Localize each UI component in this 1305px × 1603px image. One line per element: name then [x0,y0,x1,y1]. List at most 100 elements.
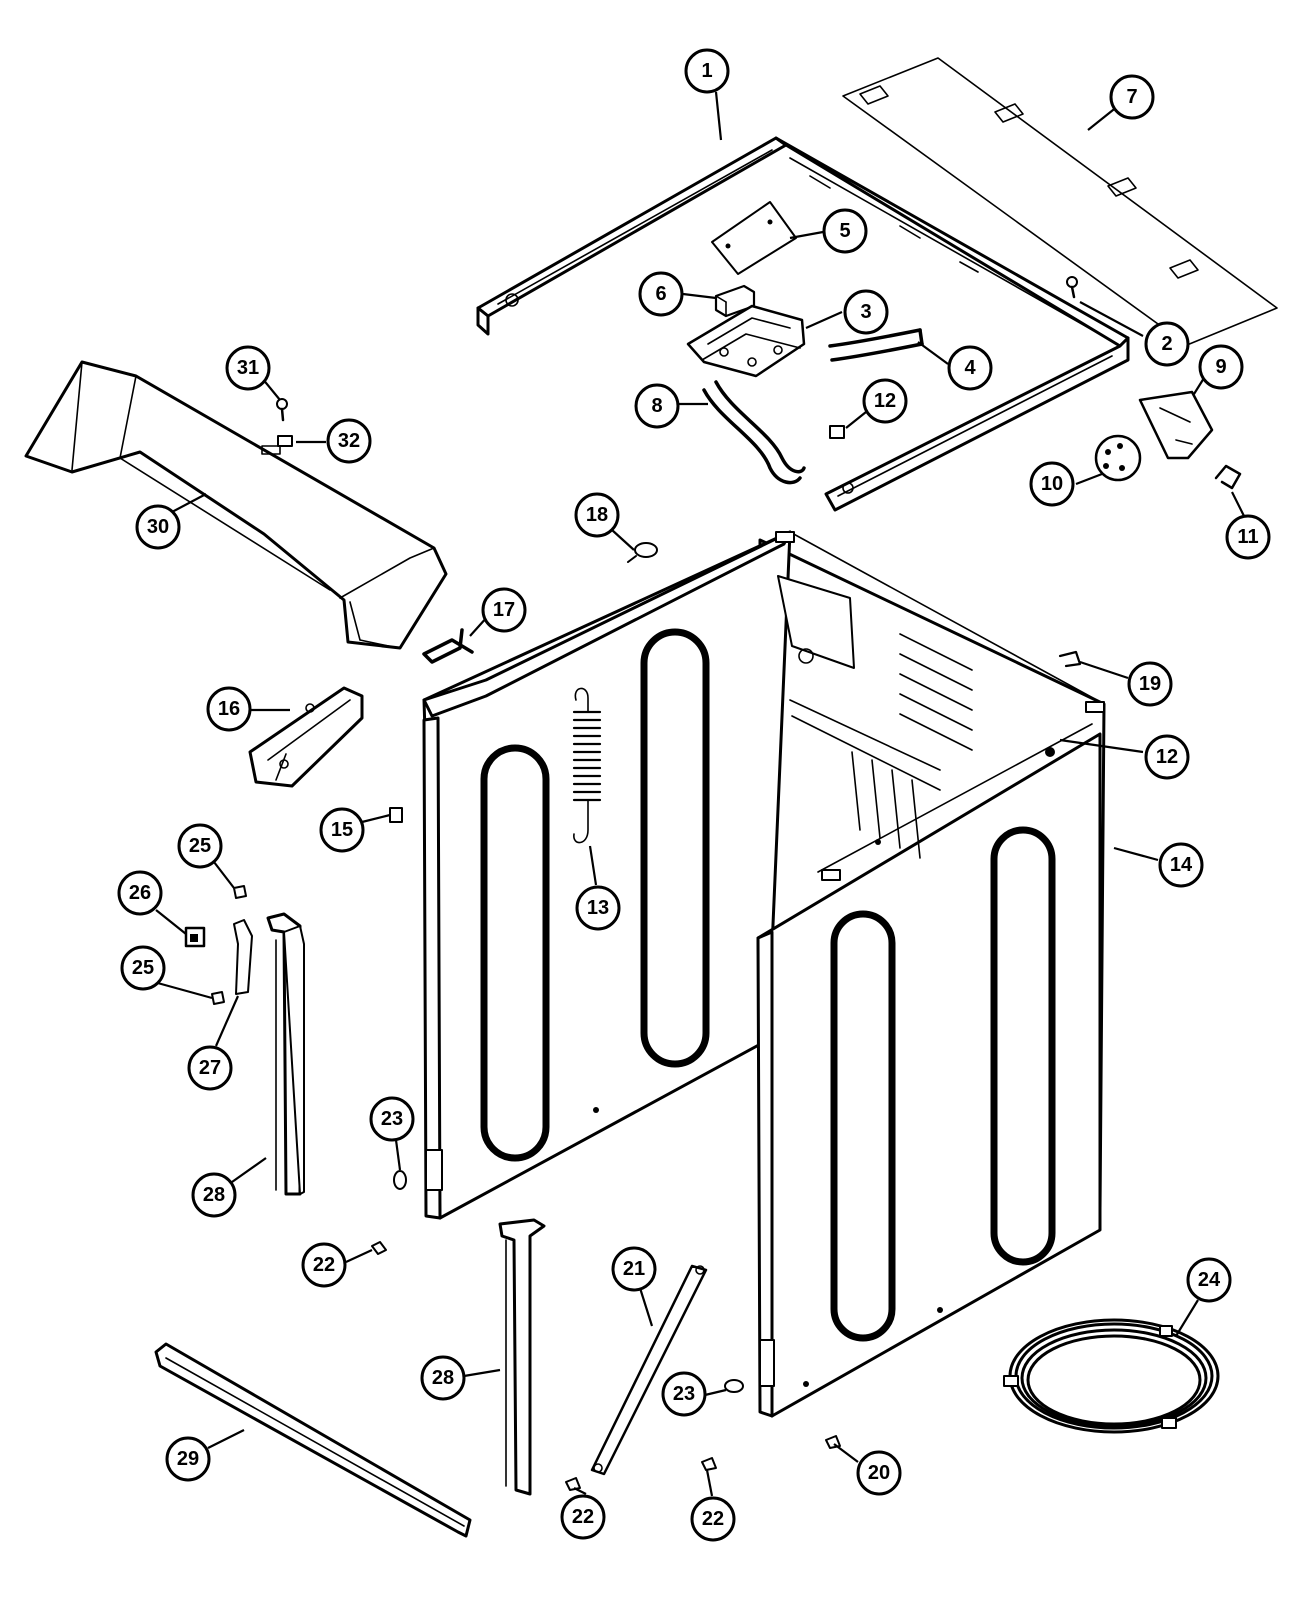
callout-12-lower: 12 [1144,734,1190,780]
callout-27: 27 [187,1045,233,1091]
callout-label: 3 [860,301,871,323]
callout-label: 21 [623,1258,645,1280]
support-strap [590,1264,708,1476]
callout-label: 15 [331,819,353,841]
callout-label: 6 [655,283,666,305]
callout-2: 2 [1144,321,1190,367]
callout-28-lower: 28 [420,1355,466,1401]
callout-15: 15 [319,807,365,853]
clip-23-a [393,1170,407,1190]
tub-clip [627,542,658,563]
screw-22-c [701,1457,717,1471]
callout-16: 16 [206,686,252,732]
callout-14: 14 [1158,842,1204,888]
callout-22-left: 22 [301,1242,347,1288]
callout-4: 4 [947,345,993,391]
clip-32 [277,435,293,447]
callout-22-bottom-a: 22 [560,1494,606,1540]
callout-label: 29 [177,1448,199,1470]
callout-6: 6 [638,271,684,317]
top-pad [842,57,1278,346]
callout-5: 5 [822,208,868,254]
pressure-switch [1094,434,1142,482]
callout-label: 25 [189,835,211,857]
top-frame [476,136,1130,512]
callout-label: 30 [147,516,169,538]
callout-label: 23 [381,1108,403,1130]
fill-hose [1003,1318,1220,1434]
callout-label: 14 [1170,854,1193,876]
callout-label: 17 [493,599,515,621]
callout-22-bottom-b: 22 [690,1496,736,1542]
callout-label: 23 [673,1383,695,1405]
clip-11 [1214,464,1242,490]
callout-label: 4 [964,357,976,379]
callout-label: 9 [1215,356,1226,378]
callout-label: 10 [1041,473,1063,495]
callout-17: 17 [481,587,527,633]
callout-label: 18 [586,504,608,526]
bracket-plate [711,201,797,275]
clip-12-upper [829,425,845,439]
callout-label: 22 [702,1508,724,1530]
callout-10: 10 [1029,461,1075,507]
callout-12-upper: 12 [862,378,908,424]
callout-3: 3 [843,289,889,335]
callout-7: 7 [1109,74,1155,120]
callout-label: 22 [572,1506,594,1528]
callout-label: 28 [432,1367,454,1389]
callout-23-right: 23 [661,1371,707,1417]
screw-2 [1066,276,1078,299]
callout-label: 28 [203,1184,225,1206]
callout-label: 31 [237,357,259,379]
callout-13: 13 [575,885,621,931]
callout-label: 13 [587,897,609,919]
callout-label: 5 [839,220,850,242]
callout-label: 26 [129,882,151,904]
callout-29: 29 [165,1436,211,1482]
screw-31 [276,398,288,422]
screw-22-a [371,1241,387,1255]
callout-11: 11 [1225,514,1271,560]
mounting-bracket [248,686,364,788]
callout-23-left: 23 [369,1096,415,1142]
callout-30: 30 [135,504,181,550]
callout-label: 16 [218,698,240,720]
callout-8: 8 [634,383,680,429]
callout-label: 32 [338,430,360,452]
cabinet [422,530,1106,1418]
callout-label: 2 [1161,333,1172,355]
screw-22-b [565,1477,581,1491]
callout-label: 20 [868,1462,890,1484]
short-tube [828,328,924,362]
callout-26: 26 [117,870,163,916]
callout-9: 9 [1198,344,1244,390]
callout-1: 1 [684,48,730,94]
screw-25-upper [233,885,247,899]
callout-label: 8 [651,395,662,417]
callout-24: 24 [1186,1257,1232,1303]
callout-25-lower: 25 [120,945,166,991]
latch-clip [184,926,206,948]
control-console [24,360,448,650]
callout-32: 32 [326,418,372,464]
callout-label: 22 [313,1254,335,1276]
corner-post-front [498,1218,546,1496]
screw-25-lower [211,991,225,1005]
callout-28-upper: 28 [191,1172,237,1218]
long-hose [702,380,806,485]
dispenser-housing [686,304,806,378]
callout-31: 31 [225,345,271,391]
callout-21: 21 [611,1246,657,1292]
callout-label: 7 [1126,86,1137,108]
base-rail [154,1342,472,1538]
callout-label: 12 [874,390,896,412]
callout-label: 19 [1139,673,1161,695]
corner-post-left [266,912,305,1196]
callout-20: 20 [856,1450,902,1496]
switch-cover [1138,390,1214,460]
clip-19 [1058,650,1082,668]
strike-bracket [233,919,253,995]
callout-label: 12 [1156,746,1178,768]
